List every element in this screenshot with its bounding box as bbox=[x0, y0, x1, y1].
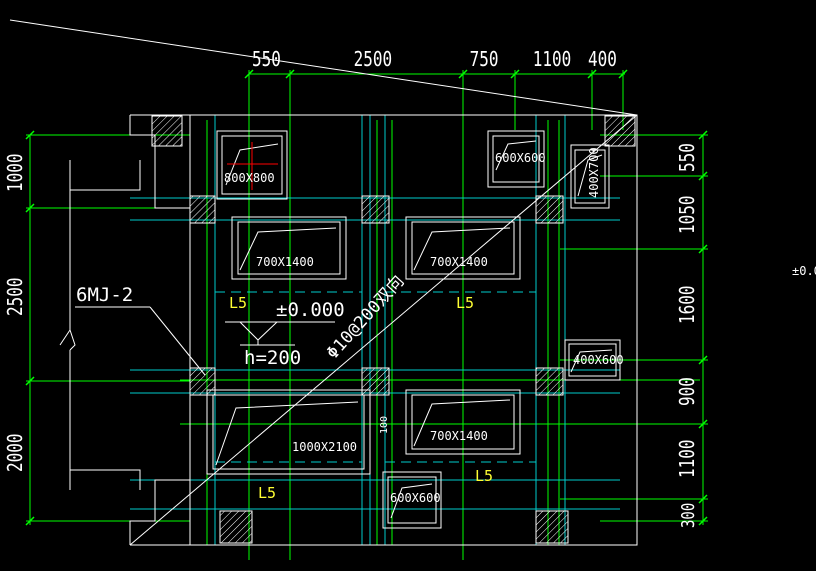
openings bbox=[206, 130, 621, 529]
dashed-beam-lines bbox=[215, 291, 536, 463]
small-dim-marker bbox=[388, 418, 400, 436]
beam-axis-lines bbox=[130, 115, 620, 545]
dim-label: 2500 bbox=[4, 277, 27, 316]
dim-label: 550 bbox=[252, 48, 281, 71]
left-dimension-labels: 1000 2500 2000 bbox=[4, 153, 27, 472]
column bbox=[535, 195, 564, 224]
dim-label: 1050 bbox=[676, 195, 699, 234]
elevation-right-label: ±0.0 bbox=[792, 264, 816, 278]
crosshair-cursor bbox=[227, 142, 278, 190]
slab-thickness-label: h=200 bbox=[244, 347, 301, 369]
opening-label: 800X800 bbox=[224, 171, 275, 185]
dim-label: 1000 bbox=[4, 153, 27, 192]
opening-label: 700X1400 bbox=[430, 255, 488, 269]
column bbox=[535, 367, 564, 396]
dim-label: 2500 bbox=[354, 48, 393, 71]
column bbox=[361, 195, 390, 224]
column bbox=[535, 510, 569, 544]
slab-outline bbox=[9, 19, 638, 546]
dimension-lines bbox=[26, 70, 708, 560]
opening-label: 700X1400 bbox=[256, 255, 314, 269]
opening-label: 700X1400 bbox=[430, 429, 488, 443]
opening-label: 600X600 bbox=[390, 491, 441, 505]
opening-label: 400X700 bbox=[587, 147, 601, 198]
beam-label: L5 bbox=[475, 467, 493, 485]
dim-label: 1100 bbox=[676, 439, 699, 478]
column bbox=[361, 367, 390, 396]
right-dimension-labels: 550 1050 1600 900 1100 300 bbox=[676, 143, 699, 528]
opening-label: 400X600 bbox=[573, 353, 624, 367]
elevation-label: ±0.000 bbox=[276, 299, 345, 321]
beam-label: L5 bbox=[456, 294, 474, 312]
column bbox=[219, 510, 253, 544]
column bbox=[189, 367, 216, 396]
opening-label: 1000X2100 bbox=[292, 440, 357, 454]
dim-label: 1100 bbox=[533, 48, 572, 71]
small-dim-label: 100 bbox=[379, 416, 390, 434]
column bbox=[151, 115, 183, 147]
dim-label: 900 bbox=[676, 377, 699, 406]
dim-label: 550 bbox=[676, 143, 699, 172]
beam-labels: L5 L5 L5 L5 bbox=[229, 294, 493, 502]
column bbox=[604, 115, 636, 147]
top-dimension-labels: 550 2500 750 1100 400 bbox=[252, 48, 617, 71]
dim-label: 750 bbox=[470, 48, 499, 71]
dimension-ticks bbox=[25, 69, 708, 526]
opening-label: 600X600 bbox=[495, 151, 546, 165]
beam-label: L5 bbox=[229, 294, 247, 312]
column bbox=[189, 195, 216, 224]
dim-label: 400 bbox=[588, 48, 617, 71]
opening-labels: 800X800 600X600 400X700 700X1400 700X140… bbox=[224, 147, 624, 505]
dim-label: 2000 bbox=[4, 433, 27, 472]
beam-label: L5 bbox=[258, 484, 276, 502]
dim-label: 1600 bbox=[676, 285, 699, 324]
dim-label: 300 bbox=[677, 503, 698, 528]
wall-tag-label: 6MJ-2 bbox=[76, 284, 133, 306]
